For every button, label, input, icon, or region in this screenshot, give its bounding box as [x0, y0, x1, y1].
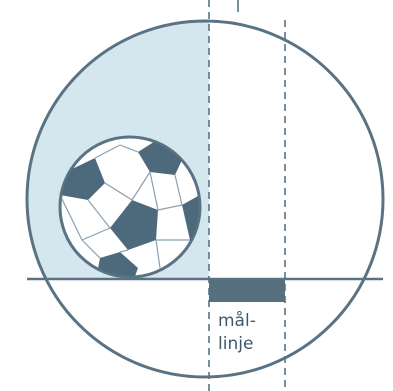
goal-line-label-line2: linje [218, 334, 253, 354]
ball-pentagon-right [182, 195, 199, 240]
ball-pentagon-top [138, 138, 182, 175]
ball-pentagon-left [61, 158, 105, 200]
football [58, 135, 202, 279]
ball-pentagon-center [110, 200, 158, 250]
goal-bar [209, 280, 285, 302]
goal-line-label-line1: mål- [218, 310, 256, 331]
view-circle [25, 19, 385, 379]
ball-pentagon-bottom [95, 252, 138, 276]
